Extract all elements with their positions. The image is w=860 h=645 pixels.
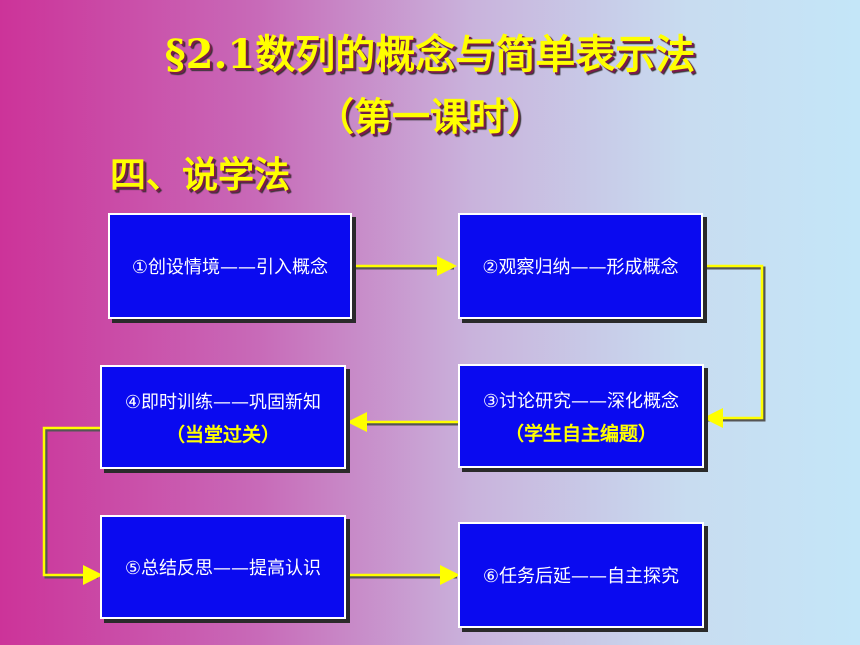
step-sub-label: （当堂过关） <box>165 423 280 446</box>
step-box-3: ③讨论研究——深化概念 （学生自主编题） <box>458 364 704 468</box>
step-label: ④即时训练——巩固新知 <box>124 391 322 413</box>
step-box-5: ⑤总结反思——提高认识 <box>100 515 346 619</box>
arrow-2-to-3 <box>703 264 764 428</box>
section-heading: 四、说学法 <box>110 155 291 196</box>
arrow-4-to-5 <box>42 426 103 585</box>
step-label: ⑤总结反思——提高认识 <box>124 558 322 579</box>
step-box-6: ⑥任务后延——自主探究 <box>458 522 704 628</box>
step-sub-label: （学生自主编题） <box>504 422 657 445</box>
slide-title: §2.1数列的概念与简单表示法 <box>164 31 696 78</box>
slide-subtitle: （第一课时） <box>315 95 544 139</box>
step-label: ③讨论研究——深化概念 <box>482 390 680 412</box>
step-label: ⑥任务后延——自主探究 <box>482 566 680 587</box>
step-box-4: ④即时训练——巩固新知 （当堂过关） <box>100 365 346 469</box>
step-box-2: ②观察归纳——形成概念 <box>458 213 703 319</box>
step-box-1: ①创设情境——引入概念 <box>108 213 352 319</box>
step-label: ①创设情境——引入概念 <box>131 257 329 278</box>
step-label: ②观察归纳——形成概念 <box>482 257 679 278</box>
